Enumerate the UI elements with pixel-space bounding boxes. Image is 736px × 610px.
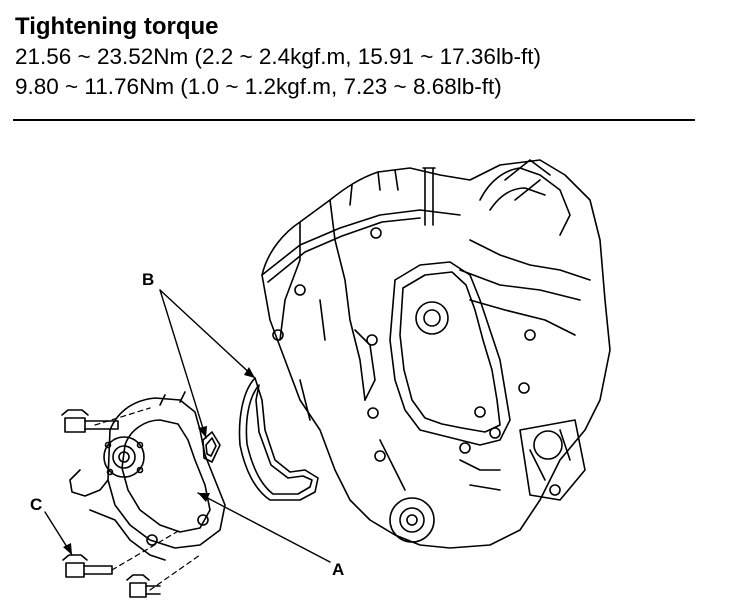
small-o-ring — [202, 431, 221, 463]
water-pump-bolt-left-upper — [61, 409, 119, 433]
torque-title: Tightening torque — [15, 13, 219, 40]
water-pump-gasket — [238, 377, 319, 501]
water-pump-exploded-diagram: B A C — [30, 159, 611, 598]
callout-label-c: C — [30, 495, 42, 514]
callout-label-b: B — [142, 270, 154, 289]
water-pump-bolt-bottom — [126, 574, 161, 598]
header-divider — [13, 119, 695, 121]
callout-label-a: A — [332, 560, 344, 579]
water-pump — [69, 391, 226, 561]
callout-leaders — [44, 289, 331, 563]
engine-timing-cover — [261, 159, 611, 549]
torque-spec-line-1: 21.56 ~ 23.52Nm (2.2 ~ 2.4kgf.m, 15.91 ~… — [15, 44, 541, 69]
torque-spec-line-2: 9.80 ~ 11.76Nm (1.0 ~ 1.2kgf.m, 7.23 ~ 8… — [15, 74, 502, 99]
callout-arrowheads — [63, 367, 255, 555]
water-pump-bolt-left-lower — [62, 554, 113, 578]
engine-bolt-heads — [272, 227, 561, 496]
torque-spec-block: Tightening torque 21.56 ~ 23.52Nm (2.2 ~… — [15, 12, 695, 102]
alignment-dashes — [94, 407, 201, 591]
